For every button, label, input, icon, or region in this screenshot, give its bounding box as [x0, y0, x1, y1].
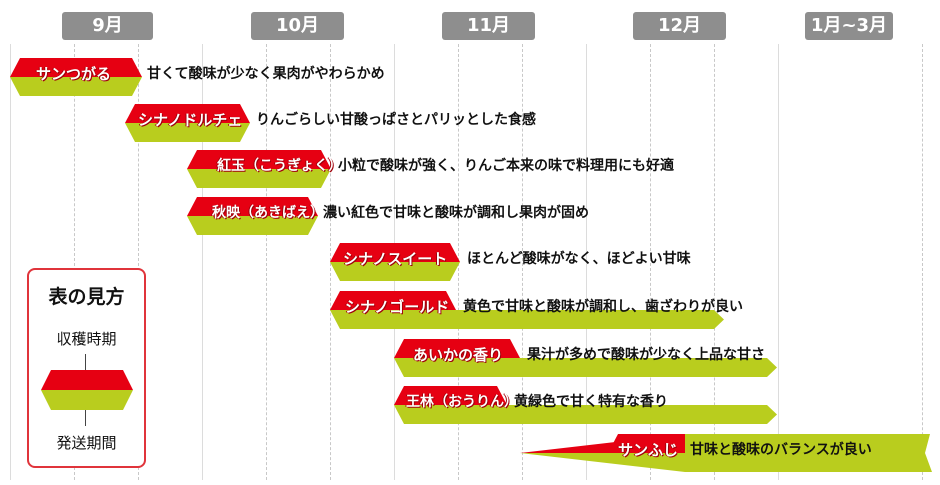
harvest-bar [330, 291, 456, 310]
legend-harvest-swatch [41, 370, 133, 390]
variety-row-sun-fuji: サンふじ 甘味と酸味のバランスが良い [0, 430, 940, 472]
variety-row-shinano-gold: シナノゴールド 黄色で甘味と酸味が調和し、歯ざわりが良い [0, 287, 940, 329]
shipping-bar [394, 405, 777, 424]
month-header-nov: 11月 [442, 12, 535, 40]
variety-name: 王林（おうりん） [406, 394, 518, 410]
variety-description: 甘くて酸味が少なく果肉がやわらかめ [147, 66, 385, 82]
variety-name: あいかの香り [413, 346, 504, 364]
gridline [650, 44, 651, 480]
gridline [714, 44, 715, 480]
variety-description: 黄緑色で甘く特有な香り [514, 394, 668, 410]
variety-row-ourin: 王林（おうりん） 黄緑色で甘く特有な香り [0, 382, 940, 424]
variety-row-sun-tsugaru: サンつがる 甘くて酸味が少なく果肉がやわらかめ [0, 54, 940, 96]
variety-description: ほとんど酸味がなく、ほどよい甘味 [467, 251, 691, 267]
gridline [522, 44, 523, 480]
shipping-bar [330, 310, 724, 329]
variety-row-shinano-dolce: シナノドルチェ りんごらしい甘酸っぱさとパリッとした食感 [0, 100, 940, 142]
month-header-oct: 10月 [251, 12, 344, 40]
legend-title: 表の見方 [48, 286, 125, 308]
month-header-jan-mar: 1月~3月 [805, 12, 893, 40]
gridline [202, 44, 203, 480]
variety-description: 小粒で酸味が強く、りんご本来の味で料理用にも好適 [338, 158, 674, 174]
variety-description: 濃い紅色で甘味と酸味が調和し果肉が固め [323, 205, 589, 221]
variety-row-aika-no-kaori: あいかの香り 果汁が多めで酸味が少なく上品な甘さ [0, 335, 940, 377]
variety-row-shinano-sweet: シナノスイート ほとんど酸味がなく、ほどよい甘味 [0, 239, 940, 281]
gridline [922, 44, 923, 480]
gridline [586, 44, 587, 480]
harvest-bar [187, 150, 331, 169]
shipping-bar [187, 169, 331, 188]
legend-connector [85, 354, 86, 370]
gridline [138, 44, 139, 480]
legend-shipping-label: 発送期間 [56, 434, 117, 452]
shipping-bar [187, 216, 318, 235]
gridline [74, 44, 75, 480]
gridline [266, 44, 267, 480]
legend-box: 表の見方 収穫時期 発送期間 [27, 268, 146, 468]
shipping-bar [685, 434, 932, 472]
shipping-bar [10, 77, 142, 96]
gridline [778, 44, 779, 480]
harvest-bar [330, 243, 460, 262]
variety-description: 甘味と酸味のバランスが良い [690, 442, 872, 458]
variety-description: 果汁が多めで酸味が少なく上品な甘さ [527, 347, 765, 363]
gridline [10, 44, 11, 480]
variety-name: サンふじ [618, 441, 679, 459]
harvest-bar [394, 339, 520, 358]
legend-shipping-swatch [41, 390, 133, 410]
shipping-bar [125, 123, 250, 142]
variety-description: りんごらしい甘酸っぱさとパリッとした食感 [256, 112, 536, 128]
variety-row-kougyoku: 紅玉（こうぎょく） 小粒で酸味が強く、りんご本来の味で料理用にも好適 [0, 146, 940, 188]
variety-description: 黄色で甘味と酸味が調和し、歯ざわりが良い [463, 299, 743, 315]
variety-name: シナノゴールド [345, 298, 450, 316]
harvest-bar [187, 197, 318, 216]
variety-name: サンつがる [36, 65, 112, 83]
variety-name: シナノドルチェ [138, 111, 243, 129]
variety-row-akibae: 秋映（あきばえ） 濃い紅色で甘味と酸味が調和し果肉が固め [0, 193, 940, 235]
variety-name: シナノスイート [343, 250, 448, 268]
shipping-bar [330, 262, 460, 281]
harvest-bar [10, 58, 142, 77]
legend-connector [85, 410, 86, 426]
variety-name: 秋映（あきばえ） [212, 205, 324, 221]
harvest-bar [125, 104, 250, 123]
month-header-sep: 9月 [62, 12, 153, 40]
month-header-dec: 12月 [633, 12, 726, 40]
shipping-bar [394, 358, 777, 377]
harvest-label-bg [608, 434, 685, 453]
legend-harvest-label: 収穫時期 [56, 330, 117, 348]
variety-name: 紅玉（こうぎょく） [217, 158, 343, 174]
harvest-bar [394, 386, 507, 405]
